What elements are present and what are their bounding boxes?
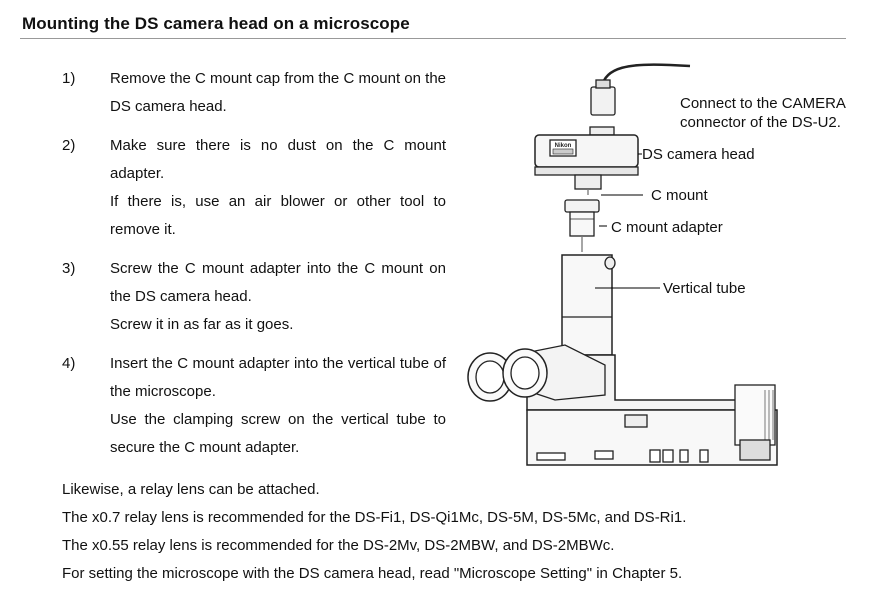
microscope-illustration: Nikon bbox=[467, 63, 778, 466]
step-text: Screw it in as far as it goes. bbox=[110, 316, 294, 333]
cable-connector bbox=[590, 86, 616, 116]
callout-vertical-tube: Vertical tube bbox=[663, 280, 746, 297]
c-mount-adapter-top bbox=[564, 199, 600, 213]
title-divider bbox=[20, 38, 846, 39]
eyepiece-right bbox=[502, 348, 548, 398]
callout-camera-connector-2: connector of the DS-U2. bbox=[680, 114, 841, 131]
footer-line: The x0.55 relay lens is recommended for … bbox=[62, 537, 615, 554]
section-title: Mounting the DS camera head on a microsc… bbox=[22, 14, 410, 33]
camera-logo-text: Nikon bbox=[555, 143, 572, 149]
step-text: Remove the C mount cap from the C mount … bbox=[110, 70, 446, 115]
footer-notes: Likewise, a relay lens can be attached. … bbox=[62, 476, 686, 588]
callout-c-mount-adapter: C mount adapter bbox=[611, 219, 723, 236]
step-number: 4) bbox=[62, 355, 76, 372]
clamping-screw bbox=[604, 256, 616, 270]
footer-line: Likewise, a relay lens can be attached. bbox=[62, 481, 320, 498]
eyepiece-left bbox=[467, 352, 513, 402]
footer-line: For setting the microscope with the DS c… bbox=[62, 565, 683, 582]
power-connector bbox=[739, 439, 771, 461]
lamp-house bbox=[734, 384, 776, 446]
step-text: If there is, use an air blower or other … bbox=[110, 193, 446, 238]
step-number: 3) bbox=[62, 260, 76, 277]
camera-cable bbox=[600, 63, 691, 88]
callout-camera-head: DS camera head bbox=[642, 146, 755, 163]
vertical-tube bbox=[561, 254, 613, 356]
step-number: 1) bbox=[62, 70, 76, 87]
footer-line: The x0.7 relay lens is recommended for t… bbox=[62, 509, 687, 526]
step-number: 2) bbox=[62, 137, 76, 154]
step-text: Use the clamping screw on the vertical t… bbox=[110, 411, 446, 456]
step-text: Make sure there is no dust on the C moun… bbox=[110, 137, 446, 182]
step-text: Screw the C mount adapter into the C mou… bbox=[110, 260, 446, 305]
callout-camera-connector-1: Connect to the CAMERA bbox=[680, 95, 846, 112]
step-text: Insert the C mount adapter into the vert… bbox=[110, 355, 446, 400]
callout-c-mount: C mount bbox=[651, 187, 708, 204]
c-mount-adapter-body bbox=[569, 211, 595, 237]
c-mount bbox=[574, 174, 602, 190]
